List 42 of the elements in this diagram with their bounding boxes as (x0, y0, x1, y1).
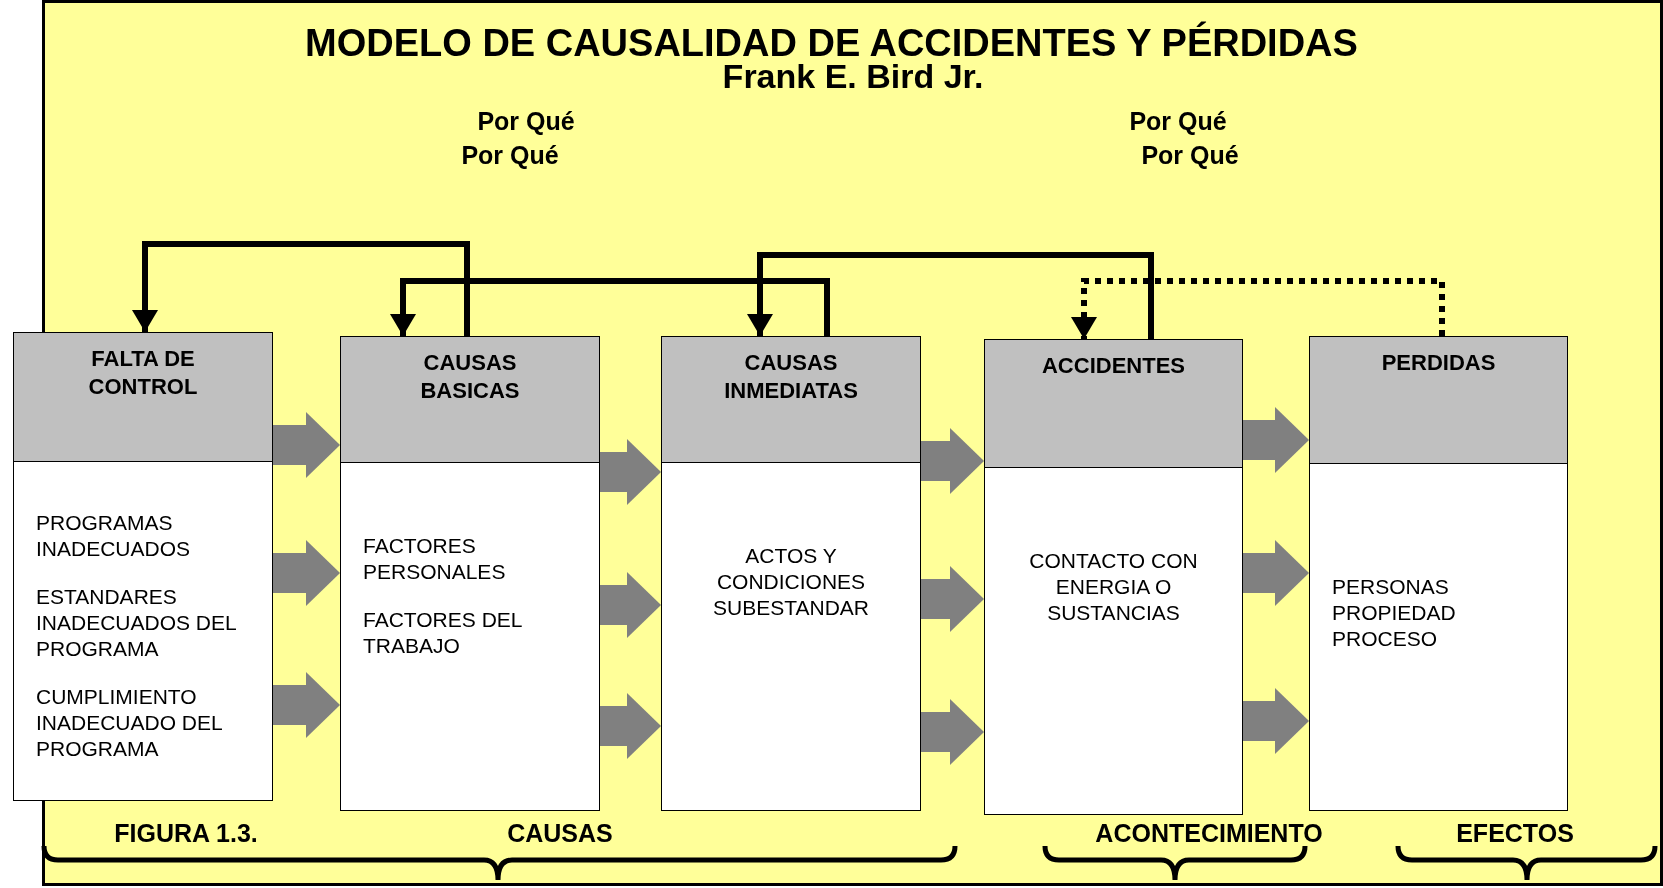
feedback-arrow (747, 252, 1154, 339)
stage-heading: CAUSAS INMEDIATAS (723, 349, 859, 405)
block-arrow (273, 540, 340, 606)
stage-description: FACTORES DEL TRABAJO (363, 607, 523, 659)
text-label: FIGURA 1.3. (114, 819, 258, 848)
stage-heading: CAUSAS BASICAS (419, 349, 521, 405)
block-arrow (600, 693, 661, 759)
stage-box (661, 336, 921, 811)
stage-description: CONTACTO CON ENERGIA O SUSTANCIAS (1028, 548, 1199, 626)
stage-heading: ACCIDENTES (1042, 352, 1185, 380)
text-label: ACONTECIMIENTO (1095, 819, 1323, 848)
stage-box (984, 339, 1243, 815)
block-arrow (921, 699, 984, 765)
feedback-arrow (132, 241, 470, 336)
stage-description: ACTOS Y CONDICIONES SUBESTANDAR (712, 543, 870, 621)
stage-box (340, 336, 600, 811)
stage-description: PERSONAS PROPIEDAD PROCESO (1332, 574, 1457, 652)
block-arrow (273, 672, 340, 738)
stage-box (13, 332, 273, 801)
text-label: Por Qué (461, 141, 559, 170)
block-arrow (273, 412, 340, 478)
stage-box (1309, 336, 1568, 811)
feedback-arrow (390, 278, 830, 336)
text-label: Por Qué (1141, 141, 1239, 170)
block-arrow (600, 439, 661, 505)
stage-description: ESTANDARES INADECUADOS DEL PROGRAMA (36, 584, 237, 662)
text-label: CAUSAS (507, 819, 613, 848)
text-label: Por Qué (477, 107, 575, 136)
stage-description: CUMPLIMIENTO INADECUADO DEL PROGRAMA (36, 684, 223, 762)
text-label: EFECTOS (1456, 819, 1574, 848)
stage-description: PROGRAMAS INADECUADOS (36, 510, 192, 562)
block-arrow (1243, 688, 1309, 754)
block-arrow (1243, 407, 1309, 473)
block-arrow (921, 428, 984, 494)
text-label: Por Qué (1129, 107, 1227, 136)
block-arrow (1243, 540, 1309, 606)
feedback-arrow (1071, 278, 1445, 339)
stage-description: FACTORES PERSONALES (363, 533, 507, 585)
stage-heading: FALTA DE CONTROL (87, 345, 199, 401)
stage-heading: PERDIDAS (1381, 349, 1496, 377)
block-arrow (600, 572, 661, 638)
block-arrow (921, 566, 984, 632)
